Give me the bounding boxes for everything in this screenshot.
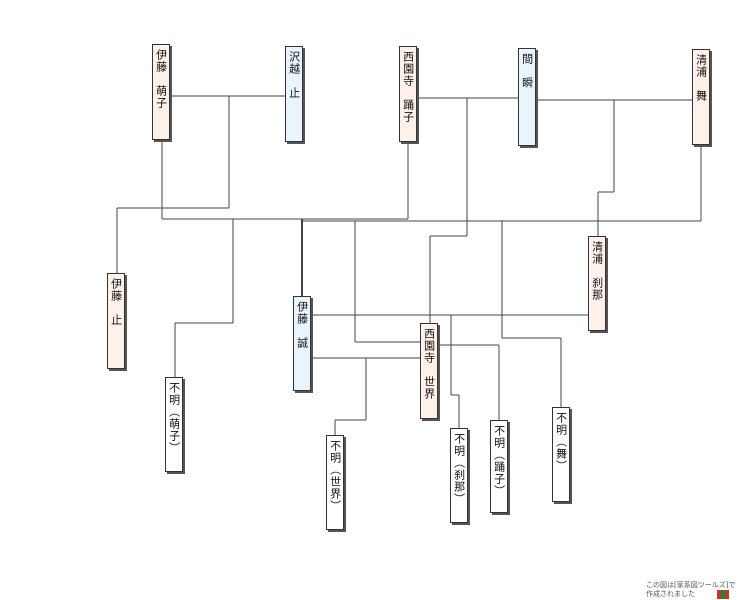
person-name: 伊藤 止 — [109, 278, 123, 326]
person-box-ma-shun[interactable]: 間 瞬 — [518, 48, 536, 146]
person-box-saionji-sekai[interactable]: 西園寺 世界 — [420, 323, 438, 419]
person-name: 清浦 舞 — [694, 54, 708, 102]
person-box-unknown-moeko[interactable]: 不明（萌子） — [165, 377, 183, 472]
person-box-itou-makoto[interactable]: 伊藤 誠 — [293, 296, 311, 391]
person-box-sawagoe-tome[interactable]: 沢越 止 — [285, 46, 303, 142]
person-box-saionji-odoriko[interactable]: 西園寺 踊子 — [399, 46, 417, 142]
person-box-unknown-mai[interactable]: 不明（舞） — [552, 407, 570, 502]
person-name: 西園寺 世界 — [422, 328, 436, 400]
person-name: 不明（萌子） — [167, 382, 181, 454]
person-box-kiyoura-setsuna[interactable]: 清浦 刹那 — [588, 236, 606, 331]
credit-line-2: 作成されました — [646, 590, 695, 598]
person-name: 清浦 刹那 — [590, 241, 604, 301]
person-name: 伊藤 誠 — [295, 301, 309, 349]
person-box-kiyoura-mai[interactable]: 清浦 舞 — [692, 49, 710, 145]
person-name: 伊藤 萌子 — [154, 49, 168, 109]
person-name: 不明（踊子） — [492, 425, 506, 497]
person-name: 不明（刹那） — [452, 433, 466, 505]
credit-text: この図は[家系図ツールズ]で 作成されました — [646, 581, 735, 599]
person-box-unknown-odoriko[interactable]: 不明（踊子） — [490, 420, 508, 513]
person-box-itou-moeko[interactable]: 伊藤 萌子 — [152, 44, 170, 140]
person-box-itou-tomaru[interactable]: 伊藤 止 — [107, 273, 125, 369]
tool-logo-icon — [717, 590, 729, 599]
person-box-unknown-setsuna[interactable]: 不明（刹那） — [450, 428, 468, 523]
credit-line-1: この図は[家系図ツールズ]で — [646, 581, 736, 589]
person-name: 西園寺 踊子 — [401, 51, 415, 123]
person-name: 不明（世界） — [328, 440, 342, 512]
person-name: 間 瞬 — [520, 53, 534, 89]
person-name: 沢越 止 — [287, 51, 301, 99]
person-name: 不明（舞） — [554, 412, 568, 472]
person-box-unknown-sekai[interactable]: 不明（世界） — [326, 435, 344, 530]
